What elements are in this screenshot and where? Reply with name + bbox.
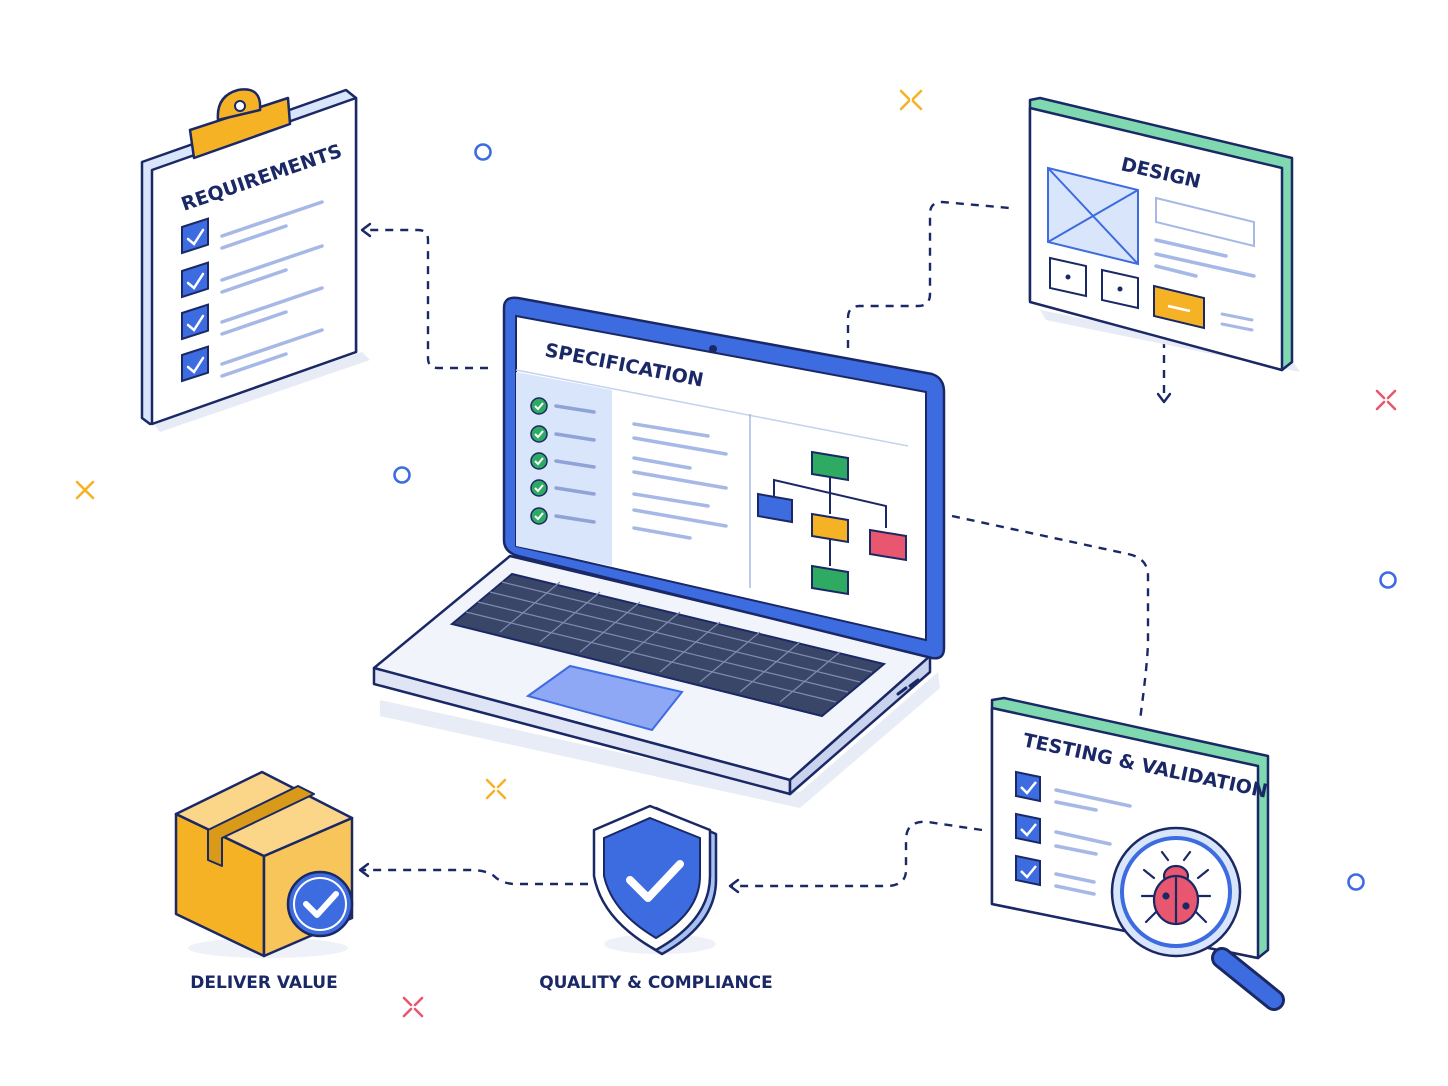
check-circle-icon — [530, 397, 548, 415]
flow-node-green-top — [811, 450, 849, 482]
sparkle-cross-icon — [75, 480, 95, 500]
checkbox-checked-icon — [181, 303, 209, 341]
design-text-lines — [1154, 238, 1256, 278]
check-circle-icon — [530, 452, 548, 470]
check-circle-icon — [530, 425, 548, 443]
connector-quality-to-deliver — [360, 868, 588, 886]
flow-node-blue — [757, 492, 793, 524]
sparkle-cross-icon — [1375, 389, 1397, 411]
requirement-text-line — [220, 244, 324, 294]
arrowhead-requirements — [360, 222, 372, 238]
arrowheads — [358, 222, 1172, 894]
check-circle-icon — [530, 479, 548, 497]
shield-check-icon — [592, 804, 718, 956]
deliver-label: DELIVER VALUE — [190, 973, 337, 993]
sparkle-cross-icon — [402, 996, 424, 1018]
checkbox-checked-icon — [181, 261, 209, 299]
requirements-clipboard: REQUIREMENTS — [140, 88, 370, 432]
requirement-text-line — [220, 286, 324, 336]
bug-icon — [1140, 850, 1212, 926]
webcam-icon — [709, 345, 717, 353]
image-placeholder-icon — [1047, 166, 1139, 266]
arrowhead-quality — [728, 878, 740, 894]
checkbox-checked-icon — [1015, 812, 1041, 845]
testing-panel: TESTING & VALIDATION — [990, 696, 1285, 1011]
delivery-box-icon — [174, 770, 354, 958]
box-tape — [207, 785, 315, 867]
sparkle-ring-icon — [1379, 571, 1397, 589]
connector-spec-to-design — [846, 200, 1011, 348]
quality-label: QUALITY & COMPLIANCE — [539, 973, 773, 993]
connector-spec-to-requirements — [362, 228, 488, 370]
checkbox-checked-icon — [181, 345, 209, 383]
requirement-text-line — [220, 200, 324, 250]
connectors — [360, 200, 1166, 888]
connector-spec-to-testing — [951, 514, 1150, 721]
laptop: SPECIFICATION — [372, 296, 946, 808]
checkbox-checked-icon — [1015, 770, 1041, 803]
connector-testing-to-quality — [730, 820, 983, 888]
checkbox-checked-icon — [181, 217, 209, 255]
requirement-text-line — [220, 328, 324, 378]
sparkle-ring-icon — [474, 143, 492, 161]
checkmark-badge-icon — [286, 870, 354, 938]
design-footer-lines — [1220, 312, 1254, 332]
testing-checklist — [1015, 770, 1132, 896]
keyboard-keys — [465, 581, 873, 703]
spec-text-lines — [632, 422, 728, 540]
checkbox-checked-icon — [1015, 854, 1041, 887]
bug-magnifier-icon — [1110, 826, 1285, 1011]
trackpad — [525, 664, 684, 732]
spec-flowchart — [757, 450, 907, 596]
flow-node-yellow — [811, 512, 849, 544]
clip-icon — [188, 88, 292, 160]
flow-node-green-bottom — [811, 564, 849, 596]
spec-sidebar — [516, 372, 612, 566]
flow-node-red — [869, 528, 907, 562]
arrowhead-deliver — [358, 862, 370, 878]
sparkle-cross-icon — [485, 778, 507, 800]
design-button-primary — [1153, 284, 1205, 330]
arrowhead-design-down — [1156, 392, 1172, 404]
laptop-ports — [896, 678, 920, 696]
sparkle-ring-icon — [393, 466, 411, 484]
sparkles — [75, 89, 1397, 1018]
requirements-checklist — [181, 200, 324, 383]
sparkle-cross-icon — [899, 89, 923, 111]
sparkle-ring-icon — [1347, 873, 1365, 891]
design-panel: DESIGN — [1028, 96, 1300, 372]
spec-checklist — [530, 397, 596, 525]
design-input-box — [1155, 196, 1255, 248]
check-circle-icon — [530, 507, 548, 525]
